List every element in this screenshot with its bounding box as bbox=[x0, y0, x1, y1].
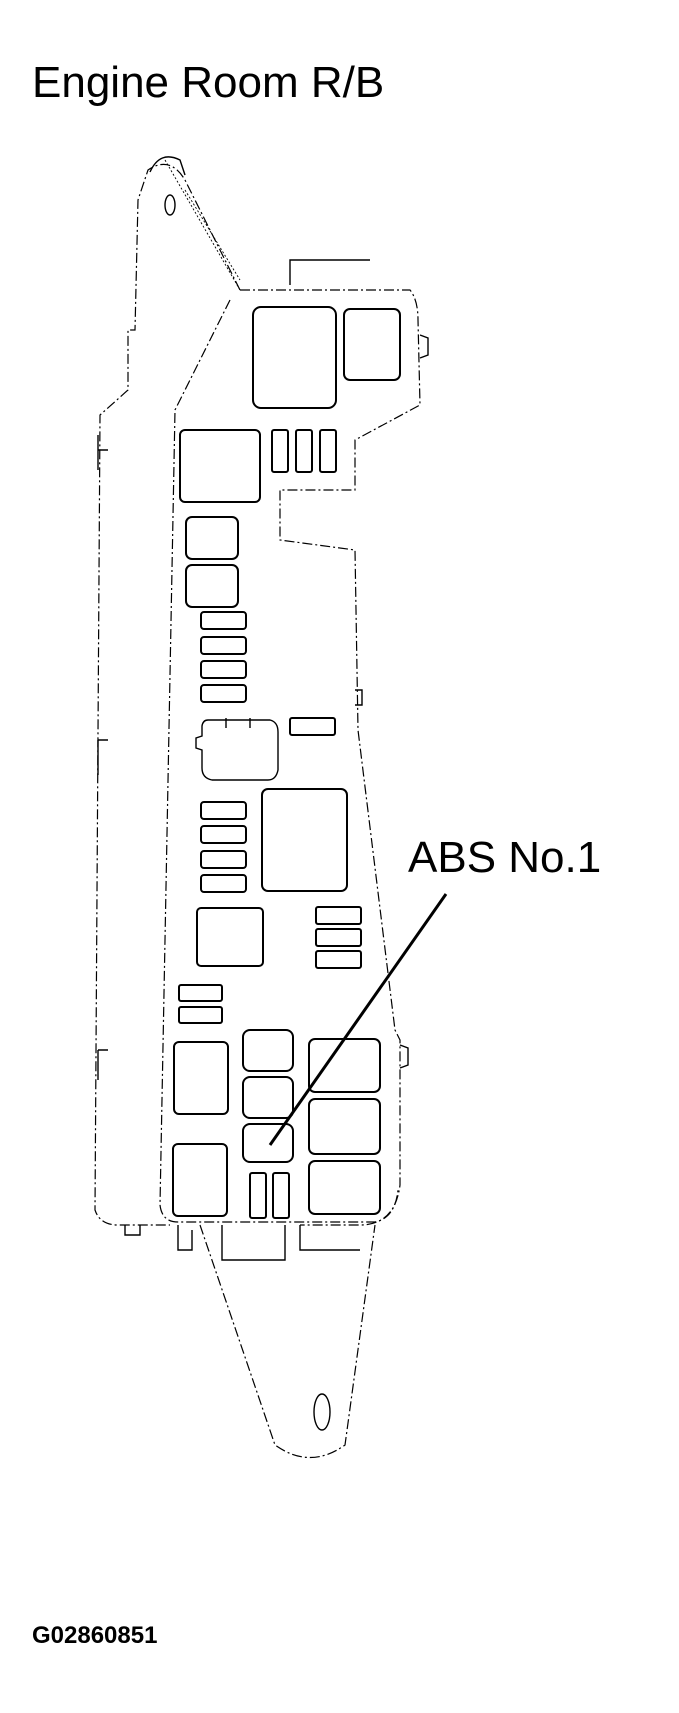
fuse bbox=[200, 874, 247, 893]
diagram-title: Engine Room R/B bbox=[32, 58, 385, 107]
fuse bbox=[319, 429, 337, 473]
relay-block bbox=[252, 306, 337, 409]
callout-label: ABS No.1 bbox=[408, 833, 601, 882]
fuse bbox=[200, 801, 247, 820]
relay-block bbox=[242, 1076, 294, 1119]
abs-no1-relay bbox=[242, 1123, 294, 1163]
relay-block bbox=[172, 1143, 228, 1217]
fuse bbox=[200, 825, 247, 844]
relay-block bbox=[308, 1038, 381, 1093]
fuse bbox=[295, 429, 313, 473]
fuse bbox=[200, 611, 247, 630]
fuse bbox=[178, 984, 223, 1002]
relay-block bbox=[261, 788, 348, 892]
figure-id: G02860851 bbox=[32, 1622, 158, 1649]
relay-block bbox=[308, 1098, 381, 1155]
connector-block bbox=[195, 719, 279, 781]
housing-outline bbox=[94, 156, 429, 1458]
fuse bbox=[289, 717, 336, 736]
relay-block bbox=[185, 564, 239, 608]
relay-block bbox=[343, 308, 401, 381]
component-blocks bbox=[172, 306, 401, 1219]
fuse bbox=[200, 684, 247, 703]
callout-leader-line bbox=[268, 893, 448, 1146]
fuse bbox=[271, 429, 289, 473]
fuse bbox=[315, 950, 362, 969]
fuse bbox=[200, 850, 247, 869]
relay-block bbox=[179, 429, 261, 503]
relay-block bbox=[185, 516, 239, 560]
fuse bbox=[200, 660, 247, 679]
fuse bbox=[178, 1006, 223, 1024]
relay-block bbox=[308, 1160, 381, 1215]
relay-block bbox=[242, 1029, 294, 1072]
fuse bbox=[315, 906, 362, 925]
fuse bbox=[200, 636, 247, 655]
relay-block bbox=[196, 907, 264, 967]
fuse bbox=[249, 1172, 267, 1219]
fuse bbox=[315, 928, 362, 947]
fuse bbox=[272, 1172, 290, 1219]
relay-block bbox=[173, 1041, 229, 1115]
